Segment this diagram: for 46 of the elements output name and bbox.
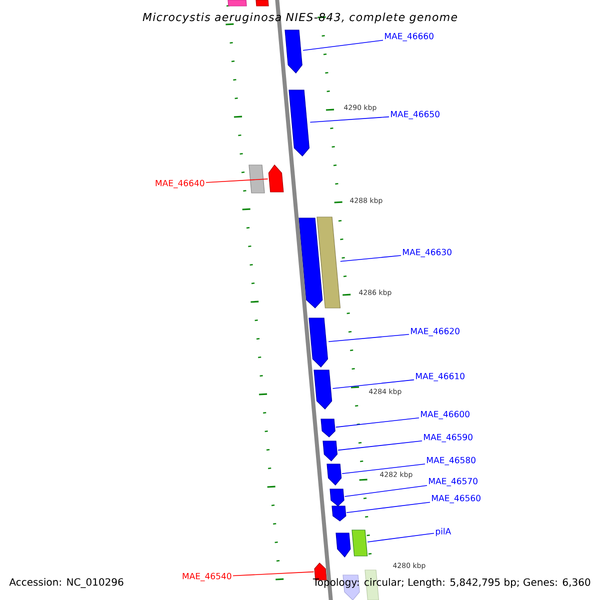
gene-label: MAE_46620 xyxy=(411,328,460,336)
gene-pentagon xyxy=(268,164,284,192)
gene-pentagon xyxy=(336,532,351,558)
gene-label: MAE_46660 xyxy=(385,32,434,42)
gene-block xyxy=(228,0,247,6)
gene-label: MAE_46540 xyxy=(182,572,232,582)
gene-block xyxy=(256,0,269,6)
gene-label: MAE_46560 xyxy=(432,494,480,504)
leader-line xyxy=(328,334,410,342)
leader-line xyxy=(332,379,414,389)
leader-line xyxy=(342,464,426,474)
gene-pentagon xyxy=(284,30,302,74)
leader-line xyxy=(340,255,402,262)
leader-line xyxy=(232,571,314,576)
leader-line xyxy=(335,418,420,428)
title: Microcystis aeruginosa NIES-843, complete genome xyxy=(142,12,458,24)
gene-pentagon xyxy=(298,218,323,308)
gene-pentagon xyxy=(332,506,346,522)
leader-line xyxy=(367,532,434,542)
gene-pentagon xyxy=(288,90,310,156)
leader-line xyxy=(206,178,268,183)
gene-pentagon xyxy=(308,318,328,368)
gene-pentagon xyxy=(326,464,342,486)
gene-label: MAE_46570 xyxy=(429,478,478,486)
leader-line xyxy=(310,116,390,123)
gene-label: MAE_46630 xyxy=(403,248,452,258)
gene-pentagon xyxy=(322,440,338,462)
summary-text: Topology: circular; Length: 5,842,795 bp; Genes: 6,360 xyxy=(312,578,590,588)
leader-line xyxy=(338,440,422,451)
leader-line xyxy=(302,40,384,51)
gene-pentagon xyxy=(314,370,332,410)
gene-label: MAE_46640 xyxy=(156,180,204,188)
accession-text: Accession: NC_010296 xyxy=(9,578,124,588)
gene-label: MAE_46580 xyxy=(427,456,476,466)
leader-line xyxy=(346,502,430,513)
gene-block xyxy=(316,216,341,308)
gene-block xyxy=(248,164,265,194)
gene-label: MAE_46600 xyxy=(421,410,470,420)
gene-block xyxy=(352,530,368,556)
gene-label: MAE_46590 xyxy=(424,434,472,442)
gene-label: MAE_46650 xyxy=(391,110,440,120)
gene-label: MAE_46610 xyxy=(416,372,464,382)
gene-label: pilA xyxy=(436,528,452,536)
gene-pentagon xyxy=(320,418,336,438)
gene-pentagon xyxy=(330,488,344,506)
leader-line xyxy=(344,485,428,497)
